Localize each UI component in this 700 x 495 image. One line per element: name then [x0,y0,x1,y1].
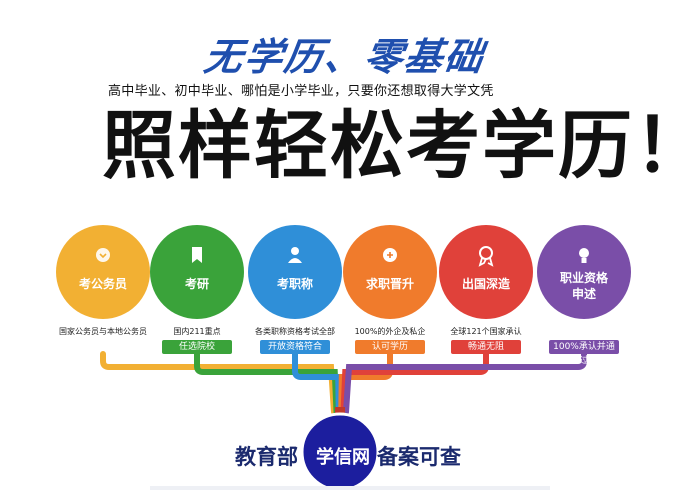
category-label: 考公务员 [78,277,127,291]
category-description: 各类职称资格考试全部 [255,327,335,336]
category-pill: 认可学历 [355,340,425,354]
category-label: 考职称 [276,277,313,291]
chevron-down-icon [96,248,110,262]
category-description: 国内211重点 [173,327,221,336]
ribbon-icon [478,246,494,267]
person-icon [288,247,302,263]
headline: 照样轻松考学历！ [102,103,700,189]
plus-icon [383,248,397,262]
category-circle [537,225,631,319]
category-circle [56,225,150,319]
category-pill: 100%承认并通过 [549,340,619,366]
connector-line [343,351,587,415]
category-description: 全球121个国家承认 [450,327,522,336]
category-pill: 任选院校 [162,340,232,354]
subtitle: 高中毕业、初中毕业、哪怕是小学毕业，只要你还想取得大学文凭 [108,84,494,99]
record-label: 备案可查 [377,445,461,469]
connector-line [340,351,489,415]
connector-line [292,351,342,415]
ministry-label: 教育部 [235,445,298,469]
category-circle [150,225,244,319]
lightbulb-icon [579,248,589,263]
category-label: 考研 [184,277,209,291]
category-label: 职业资格申述 [559,271,608,301]
category-label: 出国深造 [461,277,510,291]
category-description: 国家公务员与本地公务员 [59,327,147,336]
category-circle [248,225,342,319]
connector-line [100,351,337,415]
category-circle [343,225,437,319]
category-pill: 开放资格符合 [260,340,330,354]
footer-strip [150,486,550,490]
category-pill: 畅通无阻 [451,340,521,354]
hub-circle [300,412,380,492]
category-description: 100%的外企及私企 [354,327,426,336]
connector-line [194,351,340,415]
category-circle [439,225,533,319]
bookmark-icon [192,247,202,263]
category-label: 求职晋升 [365,277,414,291]
chsi-label: 学信网 [316,447,370,468]
